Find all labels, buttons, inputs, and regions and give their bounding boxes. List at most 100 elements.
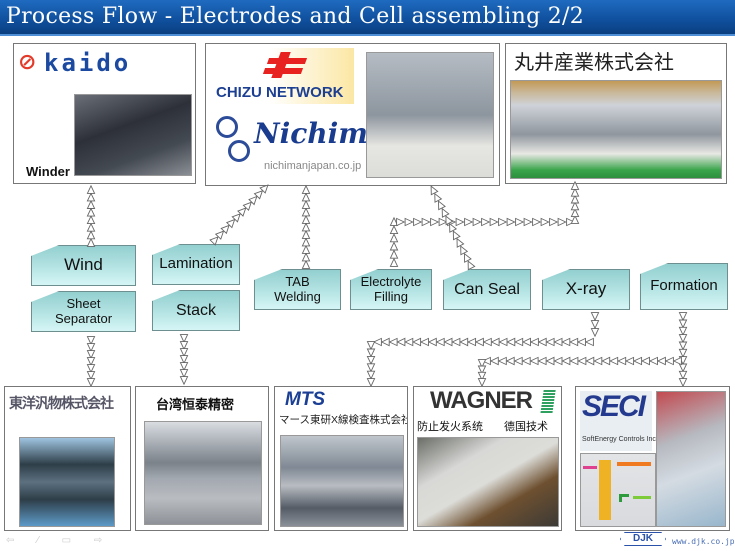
arrow-stack-to-hengtai — [179, 376, 189, 386]
arrow-canseal-to-chizu — [430, 185, 439, 196]
arrow-marui-up — [570, 194, 580, 204]
assembly-machine-image — [366, 52, 494, 178]
arrow-lamination-to-chizu — [225, 218, 236, 229]
arrow-electrolyte-to-marui — [455, 217, 465, 227]
arrow-lamination-to-chizu — [242, 201, 252, 212]
winder-caption: Winder — [26, 164, 70, 179]
arrow-xray-left — [451, 337, 461, 347]
chizu-network-logo: CHIZU NETWORK — [216, 84, 344, 101]
step-stack-label: Stack — [175, 301, 216, 319]
arrow-xray-left — [427, 337, 437, 347]
arrow-canseal-to-chizu — [463, 252, 472, 263]
step-stack: Stack — [152, 290, 240, 331]
seci-logo-bg — [580, 391, 652, 451]
arrow-formation-left — [585, 356, 595, 366]
arrow-tab-to-chizu — [301, 229, 311, 239]
arrow-canseal-to-chizu — [456, 237, 465, 248]
arrow-formation-left — [577, 356, 587, 366]
arrow-electrolyte-to-marui — [557, 217, 567, 227]
arrow-xray-left — [474, 337, 484, 347]
arrow-xray-left — [404, 337, 414, 347]
arrow-tab-to-chizu — [301, 244, 311, 254]
arrow-formation-left — [569, 356, 579, 366]
arrow-xray-left — [435, 337, 445, 347]
panel-seci: SECI SoftEnergy Controls Inc. — [575, 386, 730, 531]
arrow-lamination-to-chizu — [220, 224, 230, 235]
arrow-xray-left — [569, 337, 579, 347]
arrow-xray-left — [521, 337, 531, 347]
arrow-to-wagner — [477, 359, 487, 369]
arrow-formation-left — [529, 356, 539, 366]
kaido-mark-icon: ⊘ — [18, 50, 37, 75]
mts-logo: MTS — [285, 389, 326, 410]
arrow-lamination-to-chizu — [214, 230, 225, 240]
separator-machine-image — [19, 437, 115, 527]
panel-marui: 丸井産業株式会社 — [505, 43, 727, 184]
arrow-electrolyte-to-marui — [523, 217, 533, 227]
arrow-formation-to-seci — [678, 319, 688, 329]
arrow-to-mts — [366, 355, 376, 366]
arrow-canseal-to-chizu — [452, 230, 461, 241]
arrow-electrolyte-to-marui — [481, 217, 491, 227]
arrow-formation-to-seci — [678, 370, 688, 380]
wagner-stripes-icon — [540, 390, 556, 414]
step-can-seal: Can Seal — [443, 269, 531, 310]
arrow-formation-left — [521, 356, 531, 366]
arrow-canseal-to-chizu — [438, 200, 446, 211]
step-formation-label: Formation — [650, 277, 718, 295]
arrow-separator-to-toyo — [86, 371, 96, 381]
arrow-tab-to-chizu — [301, 259, 311, 269]
arrow-xray-left — [412, 337, 422, 347]
arrow-xray-left — [561, 337, 571, 347]
arrow-tab-to-chizu — [301, 222, 311, 232]
kaido-logo: kaido — [44, 49, 132, 77]
wagner-subtitle-2: 德国技术 — [504, 421, 548, 433]
arrow-electrolyte-to-marui — [515, 217, 525, 227]
arrow-formation-left — [648, 356, 658, 366]
arrow-xray-left — [388, 337, 398, 347]
arrow-wind-to-winder — [86, 199, 96, 209]
step-can-seal-label: Can Seal — [454, 280, 520, 298]
arrow-canseal-to-chizu — [467, 260, 476, 271]
step-sheet-separator: Sheet Separator — [31, 291, 136, 332]
arrow-separator-to-toyo — [86, 343, 96, 353]
fire-prevention-room-image — [417, 437, 559, 527]
step-tab-welding-label-2: Welding — [274, 288, 321, 304]
arrow-xray-left — [482, 337, 492, 347]
arrow-stack-to-hengtai — [179, 341, 189, 351]
arrow-formation-left — [664, 356, 674, 366]
arrow-separator-to-toyo — [86, 364, 96, 374]
panel-wagner: WAGNER 防止发火系统 德国技术 — [413, 386, 562, 531]
arrow-formation-left — [561, 356, 571, 366]
marui-logo: 丸井産業株式会社 — [514, 50, 674, 74]
arrow-tab-to-chizu — [301, 192, 311, 202]
slide-nav-icons[interactable]: ⇦ ⁄ ▭ ⇨ — [6, 535, 113, 546]
arrow-stack-to-hengtai — [179, 369, 189, 379]
wagner-logo: WAGNER — [430, 387, 533, 414]
arrow-separator-to-toyo — [86, 357, 96, 367]
arrow-formation-left — [513, 356, 523, 366]
arrow-formation-left — [672, 356, 682, 366]
arrow-electrolyte-up — [389, 249, 399, 259]
arrow-formation-to-seci — [678, 363, 688, 373]
arrow-electrolyte-up — [389, 233, 399, 243]
arrow-tab-to-chizu — [301, 207, 311, 217]
step-lamination: Lamination — [152, 244, 240, 285]
page-title: Process Flow - Electrodes and Cell assem… — [6, 4, 585, 29]
footer-url[interactable]: www.djk.co.jp — [672, 537, 735, 546]
arrow-formation-left — [489, 356, 499, 366]
arrow-xray-left — [459, 337, 469, 347]
arrow-stack-to-hengtai — [179, 348, 189, 358]
step-tab-welding: TAB Welding — [254, 269, 341, 310]
arrow-electrolyte-to-marui — [498, 217, 508, 227]
panel-mts: MTS マース東研X線検査株式会社 — [274, 386, 408, 531]
arrow-electrolyte-to-marui — [396, 217, 406, 227]
arrow-tab-to-chizu — [301, 214, 311, 224]
arrow-formation-left — [640, 356, 650, 366]
arrow-marui-up — [570, 201, 580, 211]
arrow-formation-left — [617, 356, 627, 366]
arrow-formation-left — [609, 356, 619, 366]
arrow-marui-up — [570, 207, 580, 218]
arrow-electrolyte-up — [389, 216, 399, 226]
